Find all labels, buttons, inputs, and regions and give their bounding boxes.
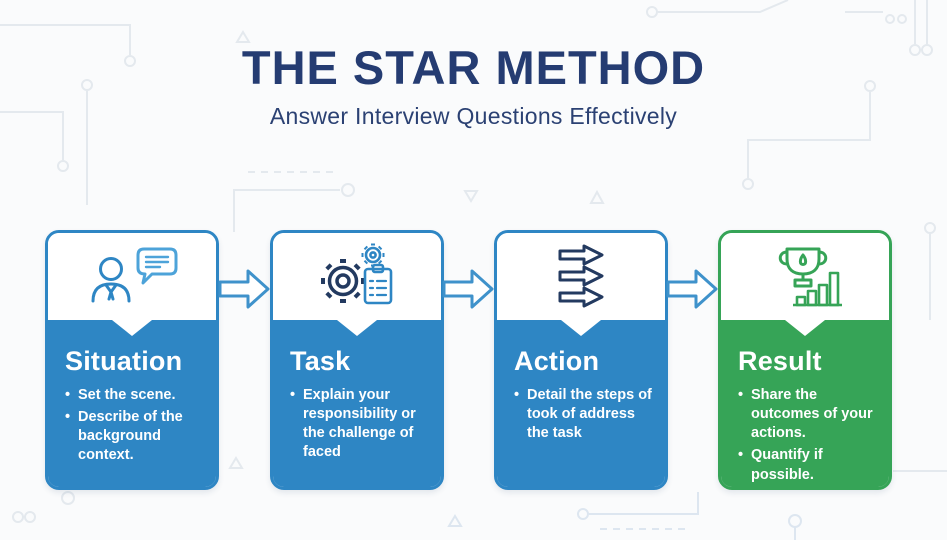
card-result: Result Share the outcomes of your action… (718, 230, 892, 490)
bullet-item: Set the scene. (65, 386, 206, 405)
flow-arrow-icon (442, 269, 494, 309)
card-notch (561, 320, 601, 336)
bullet-item: Explain your responsibility or the chall… (290, 386, 431, 463)
card-notch (337, 320, 377, 336)
trophy-growth-chart-icon (778, 247, 842, 306)
card-notch (112, 320, 152, 336)
card-body: Situation Set the scene. Describe of the… (48, 320, 216, 487)
card-title: Task (290, 346, 351, 376)
bullet-item: Quantify if possible. (738, 446, 879, 484)
card-bullets: Explain your responsibility or the chall… (290, 386, 431, 463)
bullet-item: Describe of the background context. (65, 408, 206, 465)
card-title: Action (514, 346, 600, 376)
card-icon-area (48, 233, 216, 320)
card-notch (785, 320, 825, 336)
card-situation: Situation Set the scene. Describe of the… (45, 230, 219, 490)
card-icon-area (273, 233, 441, 320)
card-action: Action Detail the steps of took of addre… (494, 230, 668, 490)
gears-checklist-icon (321, 243, 393, 304)
card-bullets: Share the outcomes of your actions. Quan… (738, 386, 879, 485)
card-icon-area (721, 233, 889, 320)
card-body: Task Explain your responsibility or the … (273, 320, 441, 487)
header: THE STAR METHOD Answer Interview Questio… (0, 0, 947, 130)
person-speech-bubble-icon (91, 247, 178, 302)
card-task: Task Explain your responsibility or the … (270, 230, 444, 490)
page-title: THE STAR METHOD (241, 41, 706, 94)
card-body: Action Detail the steps of took of addre… (497, 320, 665, 487)
card-title: Result (738, 346, 822, 376)
process-arrows-icon (558, 244, 604, 307)
page-subtitle: Answer Interview Questions Effectively (269, 103, 678, 129)
card-icon-area (497, 233, 665, 320)
flow-arrow-icon (666, 269, 718, 309)
card-body: Result Share the outcomes of your action… (721, 320, 889, 487)
card-bullets: Set the scene. Describe of the backgroun… (65, 386, 206, 466)
flow-arrow-icon (218, 269, 270, 309)
bullet-item: Share the outcomes of your actions. (738, 386, 879, 443)
card-bullets: Detail the steps of took of address the … (514, 386, 655, 443)
bullet-item: Detail the steps of took of address the … (514, 386, 655, 443)
card-title: Situation (65, 346, 183, 376)
